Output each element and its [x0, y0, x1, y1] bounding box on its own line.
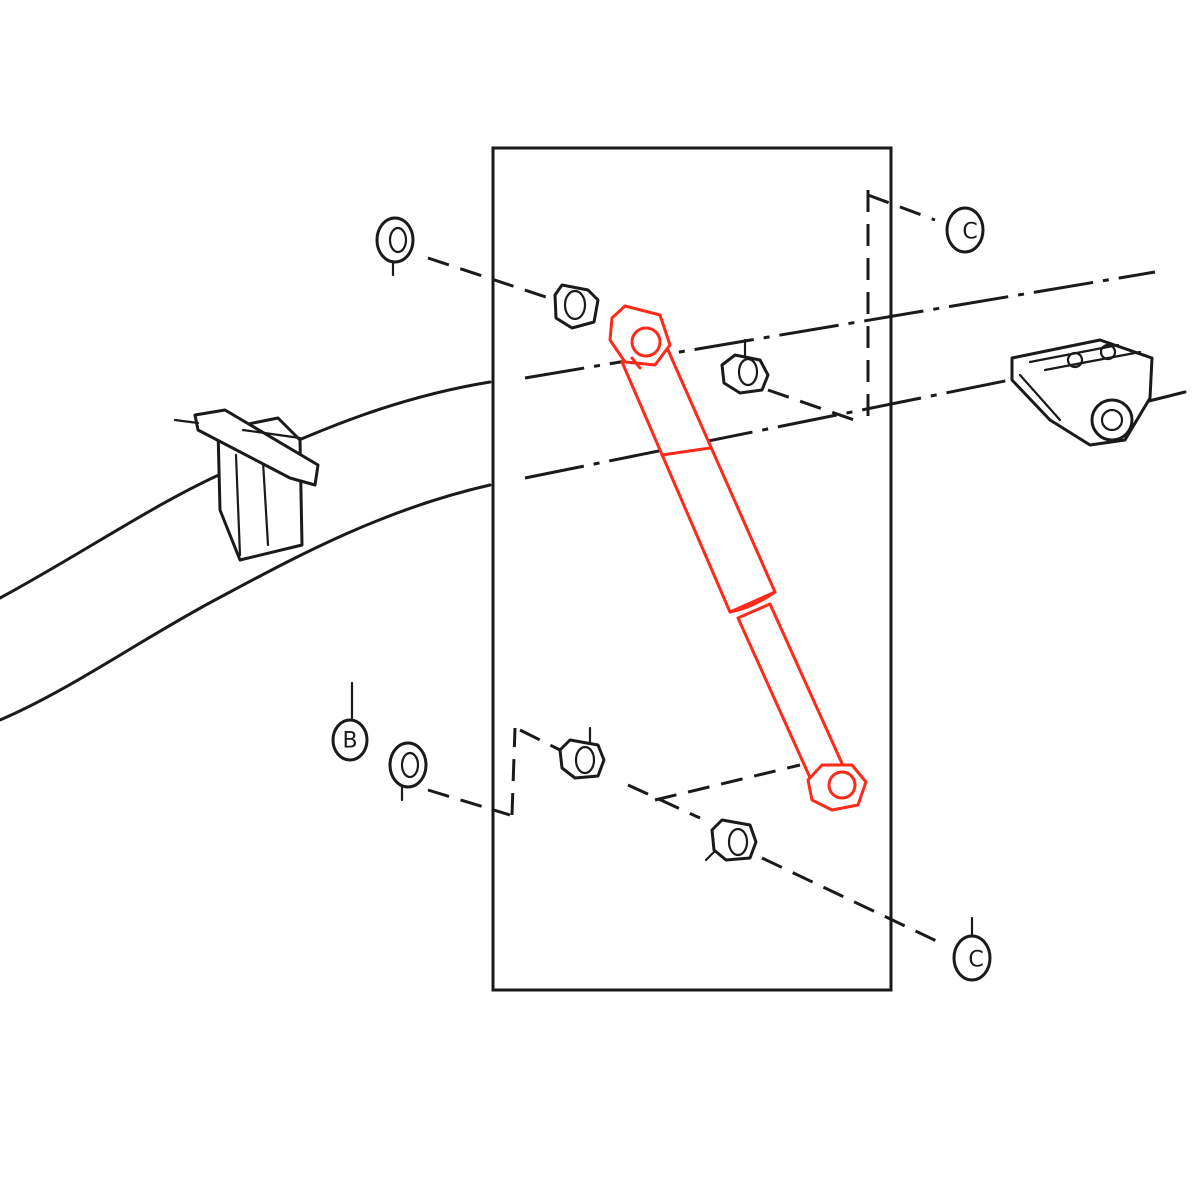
- bushing-upper-a: [553, 283, 600, 330]
- callout-b-label: B: [342, 729, 357, 754]
- leader-lines: [427, 190, 946, 947]
- callout-c-top: C: [945, 206, 985, 254]
- detail-box: [491, 146, 893, 992]
- callout-c-top-label: C: [962, 220, 977, 245]
- bushing-upper-b: [720, 338, 770, 395]
- shackle-bracket: [1010, 338, 1154, 447]
- callout-c-bottom: C: [952, 916, 992, 982]
- callout-c-bottom-label: C: [968, 948, 983, 973]
- shock-absorber: [608, 304, 868, 812]
- bushing-lower-b: [704, 818, 758, 862]
- washer-lower-left: [388, 741, 428, 802]
- bushing-lower-a: [558, 726, 606, 780]
- spring-hanger-bracket: [173, 408, 320, 562]
- callout-b: B: [331, 681, 369, 762]
- washer-upper-left: [375, 216, 415, 277]
